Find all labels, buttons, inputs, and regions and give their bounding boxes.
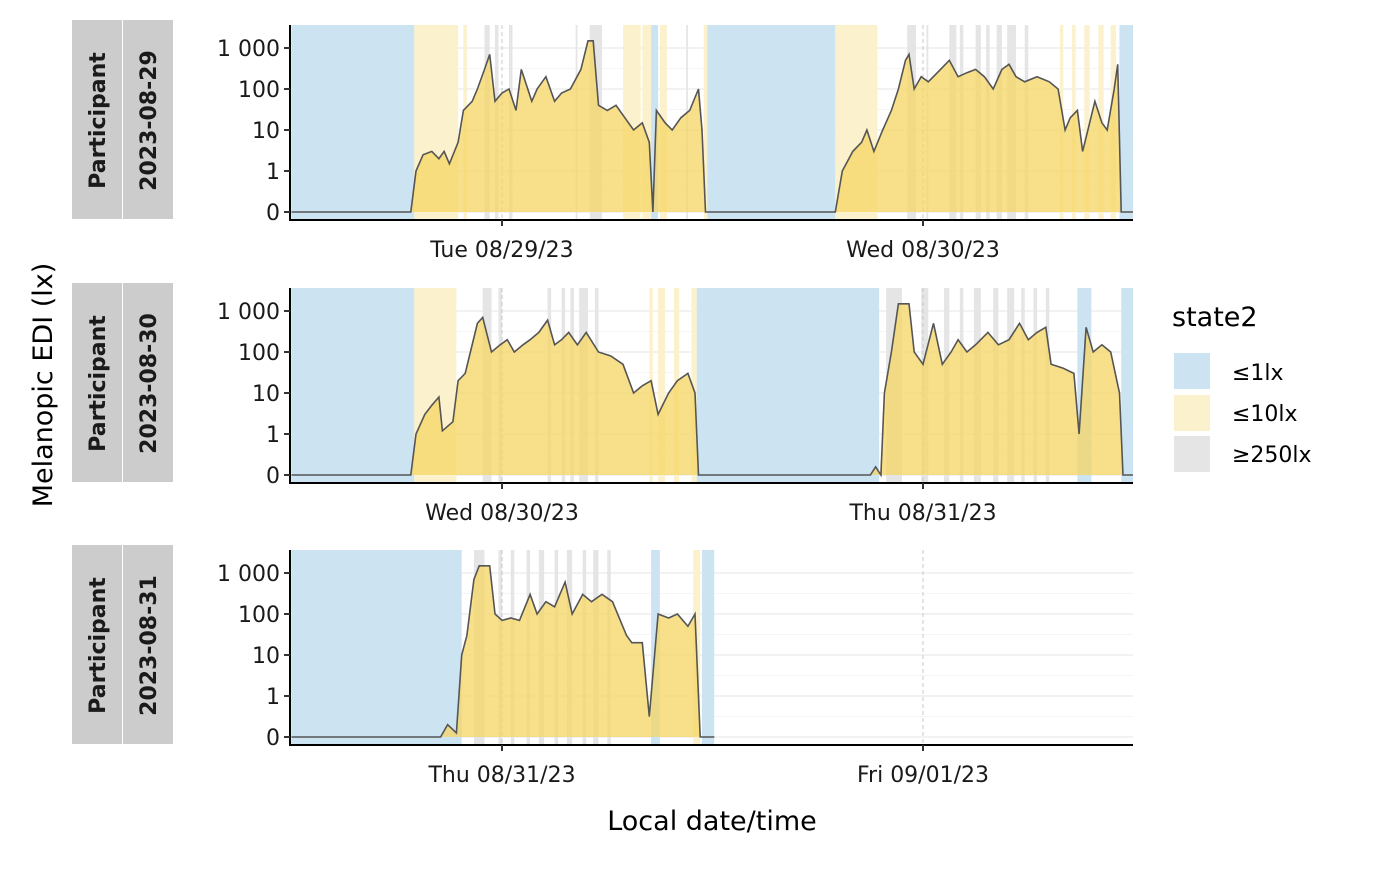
state-band-dark bbox=[1119, 25, 1133, 220]
legend-label-dim: ≤10lx bbox=[1232, 402, 1298, 427]
x-tick-label: Thu 08/31/23 bbox=[427, 763, 575, 788]
legend-label-bright: ≥250lx bbox=[1232, 443, 1312, 468]
y-tick-label: 0 bbox=[266, 464, 280, 489]
legend: state2 ≤1lx ≤10lx ≥250lx bbox=[1172, 302, 1312, 472]
strip-participant-label: Participant bbox=[86, 52, 111, 189]
panel-plot-area bbox=[290, 25, 1133, 220]
state-band-dark bbox=[696, 288, 880, 483]
y-tick-label: 10 bbox=[252, 382, 280, 407]
x-tick-label: Thu 08/31/23 bbox=[848, 501, 996, 526]
y-axis-title: Melanopic EDI (lx) bbox=[28, 263, 59, 508]
y-tick-label: 1 bbox=[266, 160, 280, 185]
x-tick-label: Wed 08/30/23 bbox=[846, 238, 1000, 263]
y-tick-label: 100 bbox=[238, 78, 280, 103]
y-tick-label: 0 bbox=[266, 201, 280, 226]
panel-plot-area bbox=[290, 550, 1133, 745]
y-tick-label: 100 bbox=[238, 603, 280, 628]
state-band-dim bbox=[1084, 25, 1090, 220]
state-band-dark bbox=[291, 25, 415, 220]
strip-participant-bg bbox=[72, 545, 122, 744]
melanopic-edi-line bbox=[291, 565, 715, 738]
melanopic-edi-line bbox=[291, 40, 1133, 213]
strip-date-bg bbox=[123, 20, 173, 219]
state-band-dark bbox=[1121, 288, 1133, 483]
x-tick-label: Tue 08/29/23 bbox=[429, 238, 573, 263]
y-tick-label: 1 000 bbox=[217, 37, 280, 62]
legend-label-dark: ≤1lx bbox=[1232, 361, 1284, 386]
state-band-dark bbox=[651, 25, 659, 220]
melanopic-edi-area bbox=[291, 303, 1133, 475]
x-axis-title: Local date/time bbox=[607, 806, 817, 837]
state-band-dim bbox=[658, 288, 666, 483]
strip-date-bg bbox=[123, 545, 173, 744]
legend-title: state2 bbox=[1172, 302, 1258, 333]
state-band-dim bbox=[703, 25, 708, 220]
legend-key-dim bbox=[1174, 395, 1210, 431]
state-band-dim bbox=[642, 25, 652, 220]
strip-date-label: 2023-08-30 bbox=[137, 313, 162, 454]
panel-plot-area bbox=[290, 288, 1133, 483]
state-band-dark bbox=[707, 25, 836, 220]
state-band-dim bbox=[691, 288, 697, 483]
strip-participant-bg bbox=[72, 20, 122, 219]
state-band-dark bbox=[701, 550, 715, 745]
y-tick-label: 1 000 bbox=[217, 300, 280, 325]
y-tick-label: 1 000 bbox=[217, 562, 280, 587]
melanopic-edi-area bbox=[291, 565, 715, 737]
x-tick-label: Fri 09/01/23 bbox=[857, 763, 989, 788]
y-tick-label: 1 bbox=[266, 423, 280, 448]
state-band-dark bbox=[291, 550, 462, 745]
strip-date-label: 2023-08-29 bbox=[137, 50, 162, 191]
strip-participant-label: Participant bbox=[86, 577, 111, 714]
state-band-dark bbox=[291, 288, 415, 483]
melanopic-edi-area bbox=[291, 40, 1133, 212]
y-tick-label: 0 bbox=[266, 726, 280, 751]
legend-key-bright bbox=[1174, 436, 1210, 472]
strip-date-bg bbox=[123, 283, 173, 482]
legend-key-dark bbox=[1174, 353, 1210, 389]
x-tick-label: Wed 08/30/23 bbox=[425, 501, 579, 526]
melanopic-edi-line bbox=[291, 303, 1133, 478]
y-tick-label: 10 bbox=[252, 119, 280, 144]
y-tick-label: 1 bbox=[266, 685, 280, 710]
y-tick-label: 100 bbox=[238, 341, 280, 366]
strip-date-label: 2023-08-31 bbox=[137, 575, 162, 716]
y-tick-label: 10 bbox=[252, 644, 280, 669]
strip-participant-bg bbox=[72, 283, 122, 482]
strip-participant-label: Participant bbox=[86, 315, 111, 452]
